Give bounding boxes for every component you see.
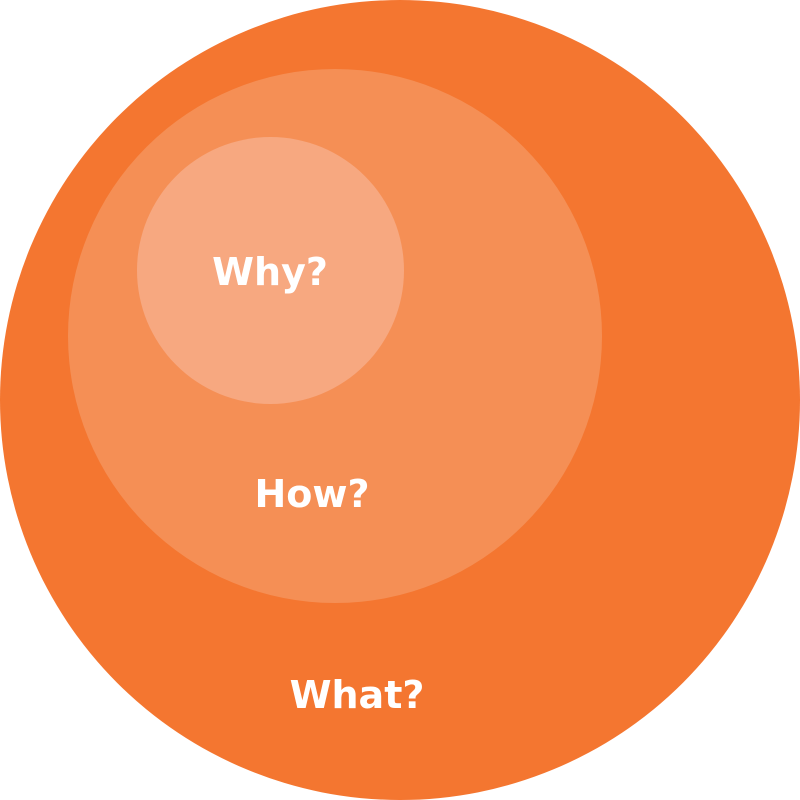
why-label: Why?	[212, 250, 328, 294]
how-label: How?	[254, 472, 370, 516]
what-label: What?	[289, 673, 425, 717]
why-circle	[137, 137, 404, 404]
